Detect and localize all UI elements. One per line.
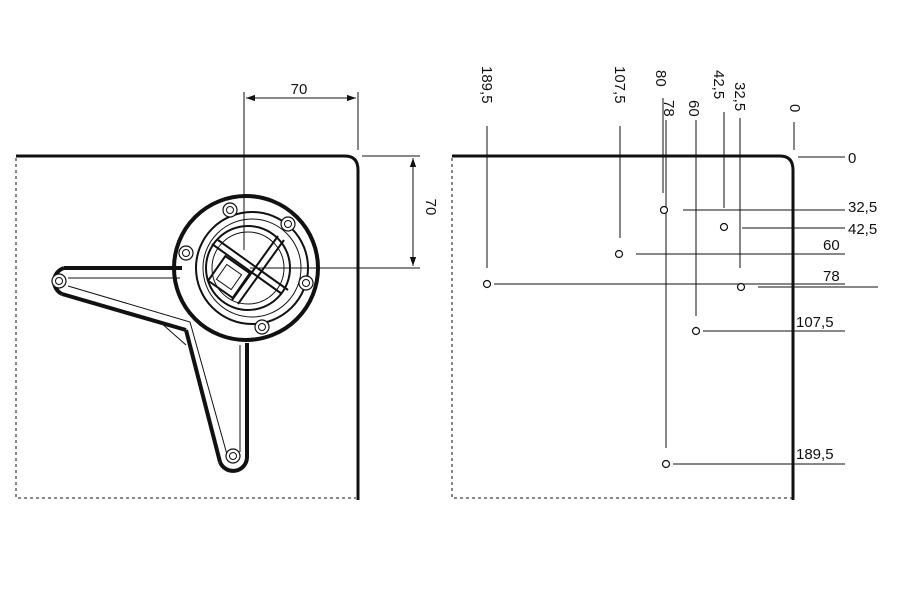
top-label-189-5: 189,5 (478, 66, 495, 104)
top-label-60: 60 (685, 100, 702, 117)
leg-bracket (52, 266, 249, 473)
right-label-189-5: 189,5 (796, 446, 834, 463)
right-label-78: 78 (823, 268, 840, 285)
top-label-107-5: 107,5 (611, 66, 628, 104)
top-label-42-5: 42,5 (710, 70, 727, 99)
right-label-60: 60 (823, 237, 840, 254)
screw-holes-left (51, 202, 314, 464)
right-view: 189,5 107,5 80 78 60 42,5 32,5 0 0 32,5 … (451, 66, 878, 500)
right-label-32-5: 32,5 (848, 199, 877, 216)
right-label-107-5: 107,5 (796, 314, 834, 331)
dimension-horizontal: 70 (243, 81, 359, 250)
right-tabletop-edge (452, 154, 795, 500)
dimension-vertical: 70 (250, 155, 439, 269)
top-labels: 189,5 107,5 80 78 60 42,5 32,5 0 (478, 66, 803, 117)
top-label-80: 80 (652, 70, 669, 87)
right-tabletop-dashed-edge (451, 158, 792, 499)
dimension-horizontal-label: 70 (291, 81, 308, 98)
left-tabletop-edge (16, 154, 360, 500)
top-label-78: 78 (660, 100, 677, 117)
mounting-plate (172, 194, 320, 342)
left-tabletop-dashed-edge (15, 158, 356, 499)
right-labels: 0 32,5 42,5 60 78 107,5 189,5 (796, 150, 877, 463)
top-label-32-5: 32,5 (731, 82, 748, 111)
right-label-0: 0 (848, 150, 856, 167)
hole-positions (482, 205, 746, 469)
horizontal-leaders (494, 156, 878, 465)
dimension-vertical-label: 70 (422, 199, 439, 216)
vertical-leaders (486, 98, 795, 448)
top-label-0: 0 (786, 104, 803, 112)
right-label-42-5: 42,5 (848, 221, 877, 238)
left-view: 70 70 (15, 81, 439, 500)
